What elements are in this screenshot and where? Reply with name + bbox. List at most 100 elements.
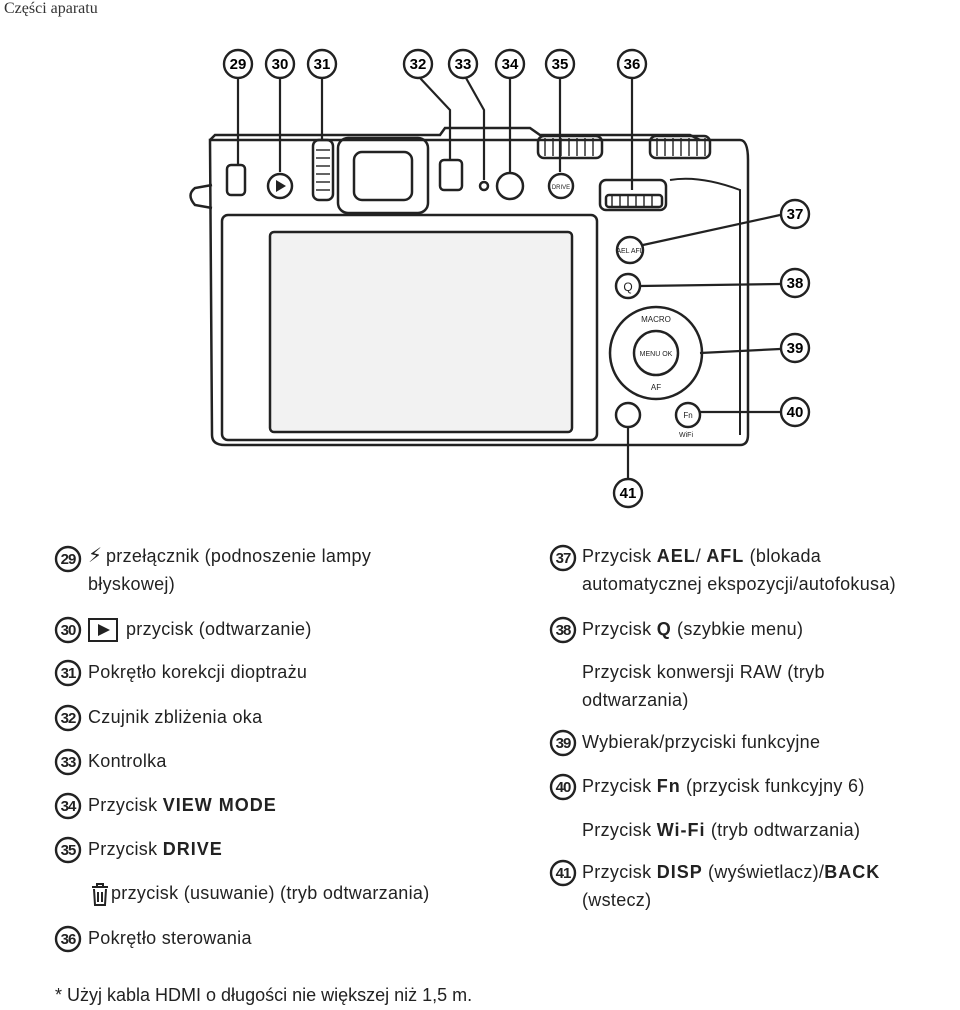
svg-text:31: 31 — [61, 665, 76, 682]
legend-num-39: 39 — [549, 729, 577, 757]
svg-text:38: 38 — [556, 622, 571, 639]
legend-30: przycisk (odtwarzanie) — [126, 619, 312, 639]
legend-32: Czujnik zbliżenia oka — [88, 707, 263, 727]
legend-num-36: 36 — [54, 925, 82, 953]
diagram-callouts: 29 30 31 32 33 34 35 36 37 38 39 40 41 — [222, 48, 811, 509]
label-drive: DRIVE — [552, 185, 570, 191]
label-menu-ok: MENU OK — [640, 351, 673, 358]
svg-text:32: 32 — [61, 710, 76, 727]
flash-switch — [225, 163, 247, 197]
svg-text:36: 36 — [61, 931, 76, 948]
top-dial-right — [648, 134, 712, 160]
svg-text:30: 30 — [272, 56, 289, 73]
fn-button — [674, 401, 702, 429]
legend-35-delete: przycisk (usuwanie) (tryb odtwarzania) — [111, 883, 430, 903]
svg-text:37: 37 — [787, 206, 804, 223]
svg-text:41: 41 — [620, 485, 637, 502]
label-ael-afl: AEL AFL — [616, 248, 643, 255]
svg-text:35: 35 — [61, 842, 76, 859]
callout-38: 38 — [779, 267, 811, 299]
callout-30: 30 — [264, 48, 296, 80]
svg-text:29: 29 — [230, 56, 247, 73]
callout-40: 40 — [779, 396, 811, 428]
callout-34: 34 — [494, 48, 526, 80]
trash-icon — [92, 883, 108, 906]
playback-button — [266, 172, 294, 200]
svg-text:39: 39 — [556, 735, 571, 752]
svg-text:29: 29 — [61, 551, 76, 568]
diopter-wheel — [311, 138, 335, 202]
strap-lug — [189, 183, 213, 210]
lcd-screen — [268, 230, 574, 434]
legend-35: Przycisk DRIVE — [88, 839, 223, 859]
legend-num-32: 32 — [54, 704, 82, 732]
callout-35: 35 — [544, 48, 576, 80]
svg-text:38: 38 — [787, 275, 804, 292]
top-dial-left — [536, 134, 604, 160]
callout-31: 31 — [306, 48, 338, 80]
legend-31: Pokrętło korekcji dioptrażu — [88, 662, 308, 682]
label-af: AF — [651, 383, 661, 392]
disp-button — [614, 401, 642, 429]
svg-text:35: 35 — [552, 56, 569, 73]
label-fn: Fn — [683, 411, 692, 420]
callout-33: 33 — [447, 48, 479, 80]
svg-text:32: 32 — [410, 56, 427, 73]
legend-num-30: 30 — [54, 616, 82, 644]
legend-34: Przycisk VIEW MODE — [88, 795, 277, 815]
legend-29: przełącznik (podnoszenie lampy błyskowej… — [88, 546, 372, 594]
top-plate — [209, 126, 701, 142]
ael-afl-button — [615, 235, 645, 265]
legend-40-wifi: Przycisk Wi-Fi (tryb odtwarzania) — [582, 820, 861, 840]
legend-num-40: 40 — [549, 773, 577, 801]
svg-text:30: 30 — [61, 622, 76, 639]
legend-38: Przycisk Q (szybkie menu) — [582, 619, 804, 639]
svg-text:34: 34 — [502, 56, 519, 73]
svg-text:39: 39 — [787, 340, 804, 357]
camera-body-outline — [208, 138, 750, 447]
lcd-frame — [220, 213, 599, 442]
legend-37: Przycisk AEL/ AFL (blokada automatycznej… — [582, 546, 896, 594]
legend-36: Pokrętło sterowania — [88, 928, 252, 948]
page-header: Części aparatu — [4, 0, 98, 17]
callout-41: 41 — [612, 477, 644, 509]
right-grip — [669, 177, 741, 435]
callout-29: 29 — [222, 48, 254, 80]
legend-40: Przycisk Fn (przycisk funkcyjny 6) — [582, 776, 865, 796]
label-macro: MACRO — [641, 315, 671, 324]
svg-text:40: 40 — [556, 779, 571, 796]
legend-num-34: 34 — [54, 792, 82, 820]
play-icon — [88, 618, 118, 642]
camera-back-diagram: AEL AFL Q MACRO MENU OK AF Fn WiFi DRIVE… — [189, 48, 811, 509]
svg-text:33: 33 — [455, 56, 472, 73]
svg-text:31: 31 — [314, 56, 331, 73]
svg-text:33: 33 — [61, 754, 76, 771]
legend-num-38: 38 — [549, 616, 577, 644]
svg-text:37: 37 — [556, 550, 571, 567]
view-mode-button — [495, 171, 525, 201]
callout-36: 36 — [616, 48, 648, 80]
legend-num-37: 37 — [549, 544, 577, 572]
legend-num-35: 35 — [54, 836, 82, 864]
callout-37: 37 — [779, 198, 811, 230]
footnote: * Użyj kabla HDMI o długości nie większe… — [55, 985, 473, 1005]
drive-button — [547, 172, 575, 200]
flash-icon: ⚡ — [88, 545, 103, 567]
legend-num-31: 31 — [54, 659, 82, 687]
label-q: Q — [623, 280, 632, 294]
legend-33: Kontrolka — [88, 751, 167, 771]
legend-num-29: 29 — [54, 545, 82, 573]
indicator-lamp — [478, 180, 490, 192]
eye-sensor — [438, 158, 464, 192]
callout-39: 39 — [779, 332, 811, 364]
svg-text:41: 41 — [556, 865, 571, 882]
label-wifi: WiFi — [679, 432, 693, 439]
legend-41: Przycisk DISP (wyświetlacz)/BACK (wstecz… — [582, 862, 881, 910]
viewfinder — [336, 136, 430, 215]
legend-39: Wybierak/przyciski funkcyjne — [582, 732, 821, 752]
legend-num-33: 33 — [54, 748, 82, 776]
legend-num-41: 41 — [549, 859, 577, 887]
svg-text:36: 36 — [624, 56, 641, 73]
svg-text:40: 40 — [787, 404, 804, 421]
